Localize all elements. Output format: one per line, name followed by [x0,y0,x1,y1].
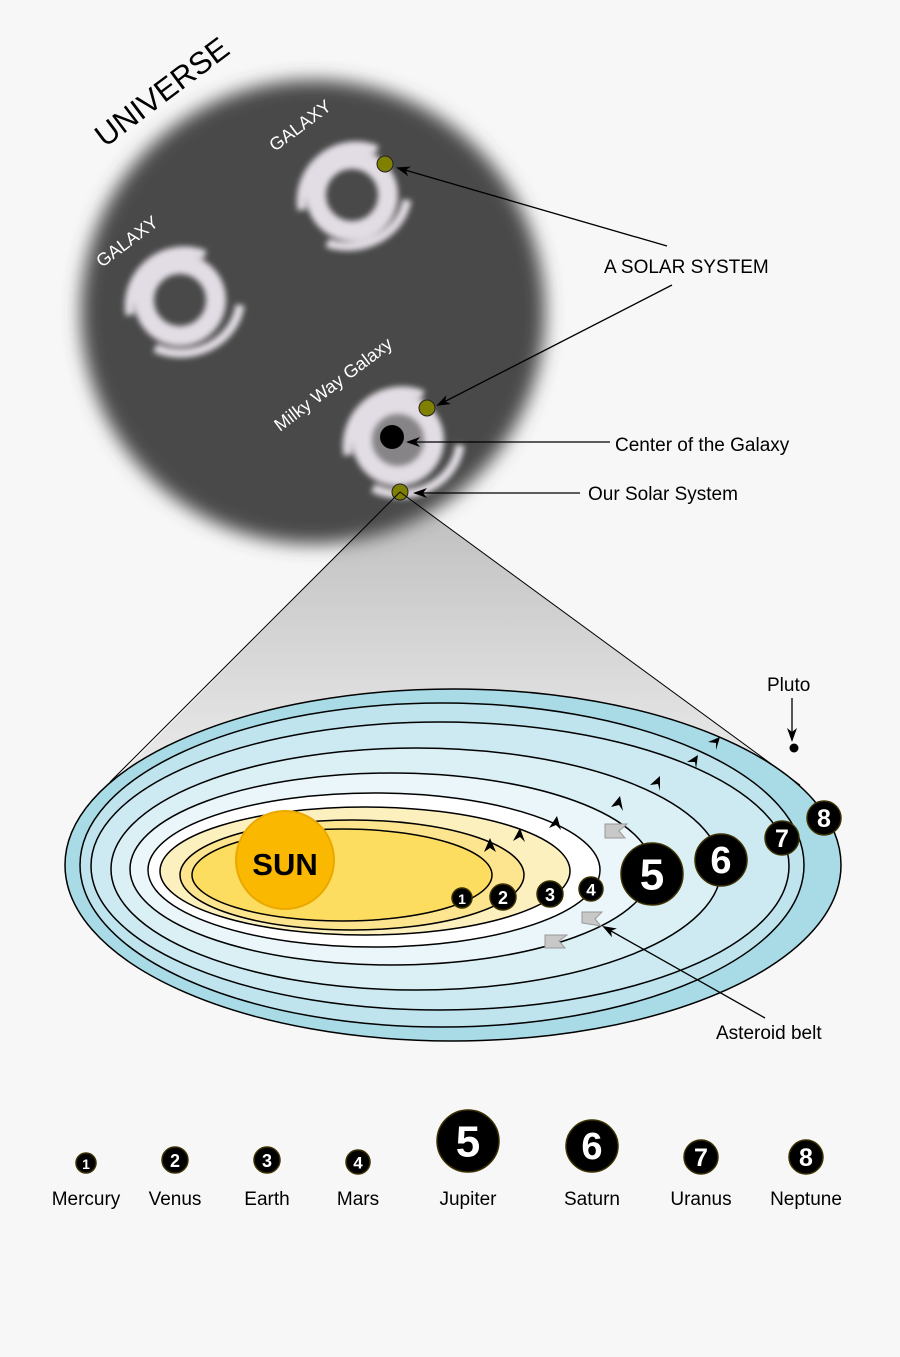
planet-number: 2 [170,1151,180,1171]
legend-label: Earth [244,1189,289,1210]
planet-circle [161,1146,189,1174]
asteroid-belt [544,823,629,949]
planet-circle [253,1146,281,1174]
planet-number: 3 [545,885,555,905]
planet-circle [489,883,517,911]
asteroid-belt-label: Asteroid belt [716,1023,822,1044]
planet-number: 5 [456,1118,480,1167]
orbit-planet-jupiter: 5 [620,842,684,906]
orbit-planet-mars: 4 [578,876,604,902]
galactic-center [380,425,404,449]
sun-label: SUN [252,847,317,882]
legend-label: Jupiter [439,1189,497,1210]
planet-circle [764,820,800,856]
planet-number: 4 [353,1154,363,1173]
solar-system-callout: A SOLAR SYSTEM [604,257,769,278]
planet-circle [806,800,842,836]
orbit-mercury [191,828,493,922]
planet-number: 2 [498,888,508,908]
callout-line [436,284,673,406]
planet-circle [565,1119,619,1173]
callout-line [396,166,668,247]
orbit-planet-mercury: 1 [451,887,473,909]
planet-circle [345,1149,371,1175]
legend-label: Neptune [770,1189,842,1210]
solar-system-dot-other [376,155,394,173]
galaxy-top [296,141,412,251]
planet-number: 1 [82,1156,90,1172]
cone-edge-left [109,491,401,783]
planet-number: 3 [262,1151,272,1171]
sun [235,810,335,910]
legend-label: Uranus [670,1189,731,1210]
planet-number: 7 [694,1144,708,1172]
orbit-planet-saturn: 6 [694,833,748,887]
planet-circle [75,1152,97,1174]
planet-circle [620,842,684,906]
legend-label: Saturn [564,1189,620,1210]
planet-circle [451,887,473,909]
orbit-planet-venus: 2 [489,883,517,911]
orbit-arrows [484,737,720,852]
cone-edge-right [399,491,801,786]
orbit-planet-neptune: 8 [806,800,842,836]
planet-number: 8 [799,1144,813,1172]
planet-number: 8 [817,805,831,833]
planet-circle [694,833,748,887]
planet-number: 6 [581,1126,602,1168]
planet-number: 1 [458,891,466,907]
planet-number: 5 [640,851,664,900]
planet-circle [536,880,564,908]
orbit-planet-uranus: 7 [764,820,800,856]
milky-way-galaxy [342,386,465,499]
asteroid-callout-line [602,926,766,1019]
planet-circle [436,1109,500,1173]
legend-label: Venus [149,1189,202,1210]
pluto-label: Pluto [767,675,810,696]
solar-system-dot-milky-way [418,399,436,417]
planet-circle [683,1139,719,1175]
legend-label: Mars [337,1189,379,1210]
planet-circle [788,1139,824,1175]
legend-label: Mercury [52,1189,121,1210]
galactic-center-callout: Center of the Galaxy [615,435,790,456]
planet-number: 4 [586,881,596,900]
pluto [789,743,799,753]
galaxy-left [124,246,245,358]
orbit-planet-earth: 3 [536,880,564,908]
planet-number: 7 [775,825,789,853]
planet-number: 6 [710,840,731,882]
our-solar-system-callout: Our Solar System [588,484,738,505]
planet-circle [578,876,604,902]
